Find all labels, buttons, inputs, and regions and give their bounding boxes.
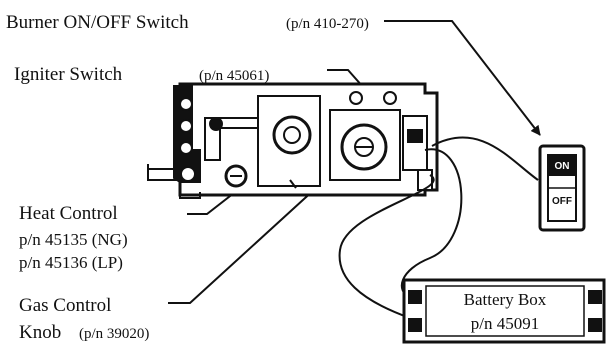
wire-to-burner-switch: [431, 136, 539, 181]
burner-switch-leader-arrow: [384, 20, 541, 136]
igniter-switch-part-number: (p/n 45061): [199, 68, 269, 84]
screw-4: [180, 166, 196, 182]
gas-valve-assembly: [147, 82, 439, 199]
leader-lines: [168, 20, 541, 304]
lever-pivot: [209, 117, 223, 131]
igniter-switch-button: [407, 129, 423, 143]
burner-switch-label: Burner ON/OFF Switch (p/n 410-270): [6, 12, 369, 33]
battery-box-title: Battery Box: [464, 290, 547, 309]
gas-control-leader-line: [168, 156, 351, 304]
heat-control-part-number-lp: p/n 45136 (LP): [19, 253, 123, 272]
valve-left-block: [173, 85, 201, 183]
heat-control-hub: [283, 126, 301, 144]
igniter-switch-label: Igniter Switch (p/n 45061): [14, 64, 269, 85]
wiring: [338, 136, 539, 319]
battery-terminal-top-right: [588, 290, 602, 304]
wire-loop-to-battery: [338, 174, 435, 319]
gas-control-title: Gas Control: [19, 295, 111, 316]
heat-control-label: Heat Control p/n 45135 (NG) p/n 45136 (L…: [19, 203, 128, 272]
battery-terminal-top-left: [408, 290, 422, 304]
burner-switch-on-text: ON: [555, 161, 570, 172]
heat-control-part-number-ng: p/n 45135 (NG): [19, 230, 128, 249]
battery-terminal-bottom-right: [588, 318, 602, 332]
gas-control-knob-part-number: (p/n 39020): [79, 326, 149, 342]
igniter-switch-title: Igniter Switch: [14, 64, 123, 85]
screw-2: [179, 119, 193, 133]
top-screw-2: [383, 91, 397, 105]
burner-switch-off-text: OFF: [552, 196, 572, 207]
dark-mounting-block: [173, 85, 201, 183]
battery-box-part-number: p/n 45091: [471, 314, 539, 333]
burner-switch-on-band: [549, 156, 575, 176]
burner-switch-title: Burner ON/OFF Switch: [6, 12, 189, 33]
battery-box: Battery Box p/n 45091: [402, 278, 606, 344]
housing-foot: [179, 192, 201, 199]
battery-box-inner: [425, 285, 585, 337]
battery-terminal-bottom-left: [408, 318, 422, 332]
igniter-terminal: [417, 169, 433, 191]
wire-igniter-to-battery: [400, 148, 463, 299]
gas-control-knob-word: Knob: [19, 322, 61, 343]
screw-1: [179, 97, 193, 111]
burner-onoff-switch: ON OFF: [538, 144, 586, 232]
plate-mark: [289, 179, 297, 189]
top-screw-1: [349, 91, 363, 105]
heat-control-title: Heat Control: [19, 203, 118, 224]
burner-switch-part-number: (p/n 410-270): [286, 16, 369, 32]
screw-3: [179, 141, 193, 155]
gas-control-knob-label: Gas Control Knob (p/n 39020): [19, 295, 149, 343]
